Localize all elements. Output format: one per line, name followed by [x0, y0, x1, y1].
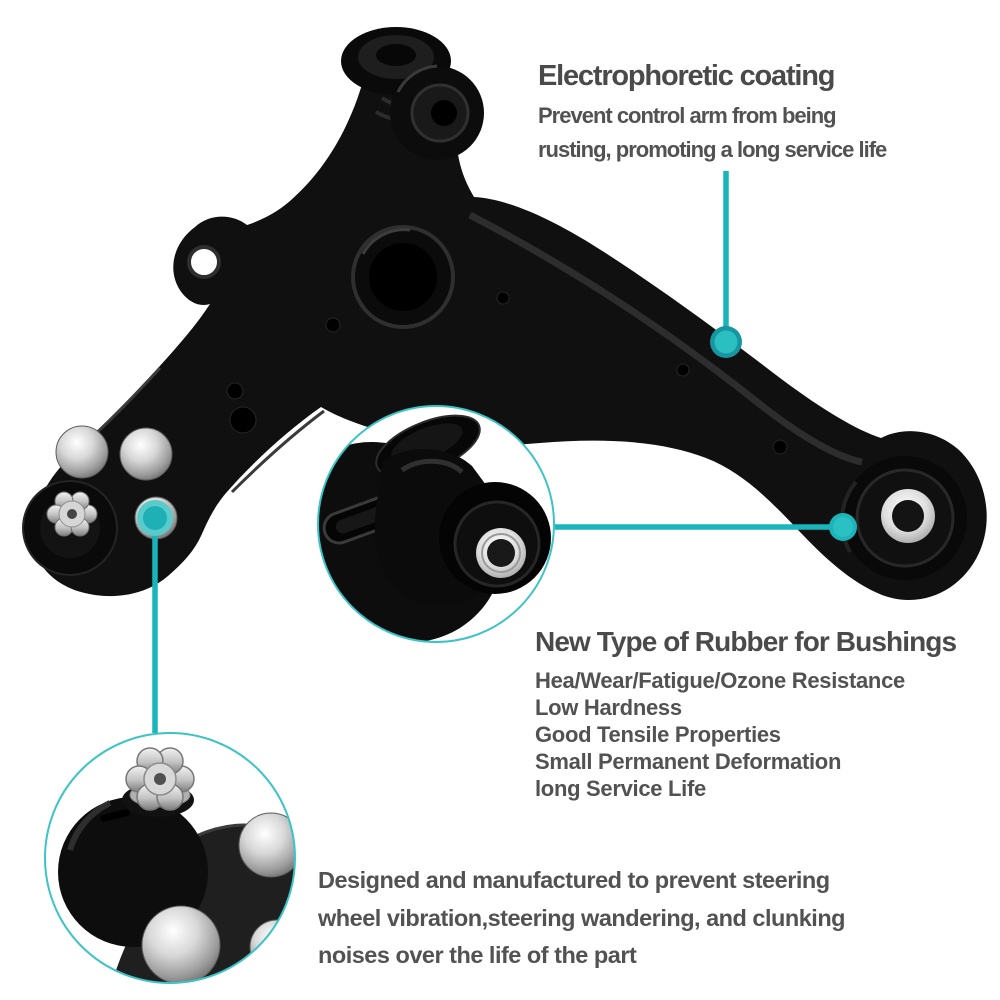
castle-nut [46, 491, 98, 537]
large-bolt-hole [351, 225, 455, 329]
footer-line-2: wheel vibration,steering wandering, and … [318, 904, 846, 931]
footer-line-1: Designed and manufactured to prevent ste… [318, 867, 830, 893]
rivet [119, 427, 173, 481]
arm-ridge-highlight [468, 211, 863, 466]
coating-title: Electrophoretic coating [538, 60, 835, 92]
inset-border-circle [317, 405, 555, 643]
inset-dome-slot [100, 809, 130, 822]
callout-dot-coating [710, 326, 742, 358]
bushings-callout-block: New Type of Rubber for Bushings Hea/Wear… [535, 624, 957, 802]
ball-joint-zoom-inset [44, 732, 296, 984]
coating-description-line-2: rusting, promoting a long service life [538, 137, 887, 162]
coating-description-line-1: Prevent control arm from being [538, 103, 837, 128]
bushings-title: New Type of Rubber for Bushings [535, 626, 957, 657]
arm-body [31, 67, 987, 601]
footer-note-block: Designed and manufactured to prevent ste… [318, 862, 846, 975]
bushing-feature-2: Low Hardness [535, 695, 682, 720]
control-arm-photo [22, 27, 987, 601]
inset-bushing-face [439, 482, 551, 594]
callout-dot-ball-joint [137, 500, 173, 536]
callouts [137, 171, 857, 733]
bushing-feature-4: Small Permanent Deformation [535, 749, 842, 774]
callout-dot-bushing [829, 513, 857, 541]
inset-rivet [141, 905, 221, 983]
front-bushing [390, 64, 484, 160]
mounting-tab-hole [187, 245, 221, 279]
small-holes [226, 291, 788, 455]
coating-callout-block: Electrophoretic coating Prevent control … [538, 58, 887, 167]
rivet [55, 425, 109, 479]
bushing-feature-5: long Service Life [535, 776, 706, 801]
arm-edge-highlight [230, 409, 325, 494]
bushing-feature-3: Good Tensile Properties [535, 722, 781, 747]
bushing-feature-1: Hea/Wear/Fatigue/Ozone Resistance [535, 668, 905, 693]
inset-rivet [238, 812, 295, 878]
rear-bushing [839, 456, 967, 580]
inset-bushing-highlight [400, 458, 464, 474]
inset-dome-highlight [67, 800, 112, 851]
inset-border-circle [44, 732, 296, 984]
inset-castle-nut [125, 747, 195, 811]
footer-line-3: noises over the life of the part [318, 942, 637, 968]
bushing-zoom-inset [317, 405, 555, 643]
